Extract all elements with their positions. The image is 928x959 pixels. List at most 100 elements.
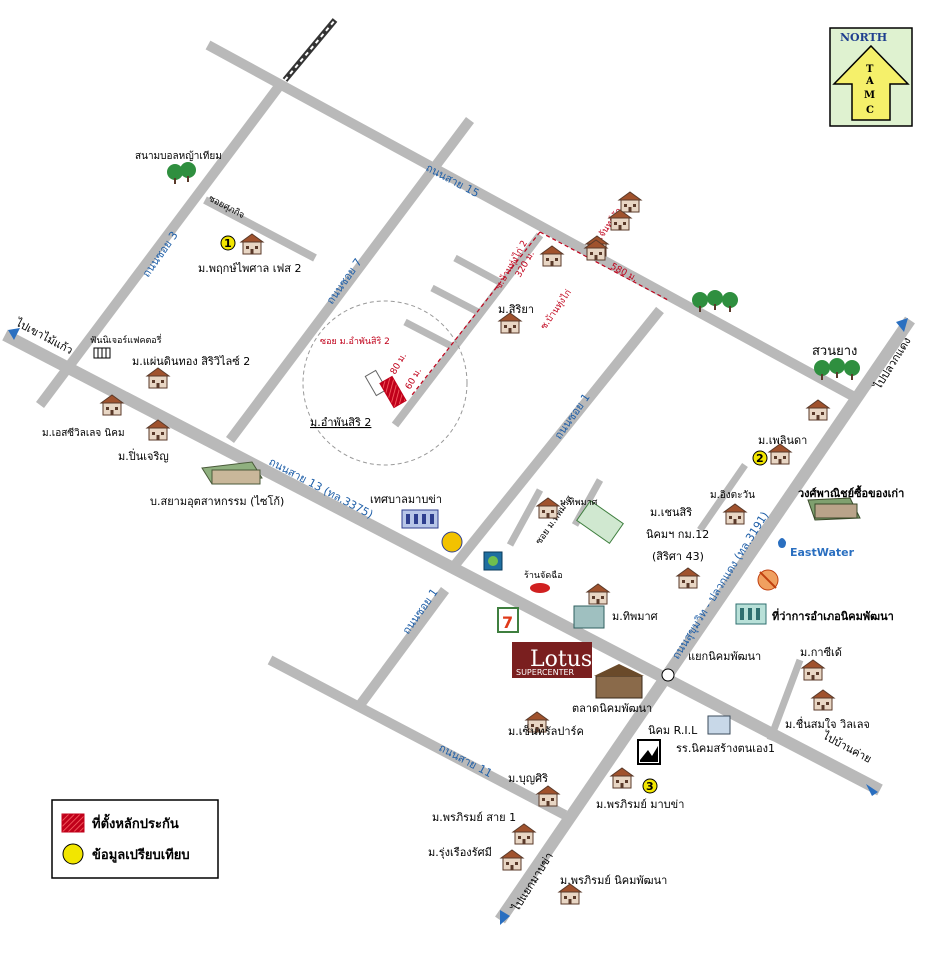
eastwater-label: EastWater: [790, 546, 855, 559]
lotus-logo: Lotus SUPERCENTER: [512, 642, 592, 678]
north-compass: NORTH T A M C: [829, 27, 913, 127]
market-building: [594, 664, 644, 699]
comparison-marker-1: 1: [220, 235, 236, 251]
label-sai-15: ถนนสาย 15: [424, 161, 482, 200]
house-chuen-sombai: [811, 689, 835, 711]
label-phaendin: ม.แผ่นดินทอง สิริวิไลซ์ 2: [132, 355, 250, 368]
svg-text:3: 3: [646, 780, 654, 793]
label-nikhom-ril: นิคม R.I.L: [648, 724, 698, 737]
comparison-marker-2: 2: [752, 450, 768, 466]
north-label: NORTH: [840, 31, 887, 44]
comparison-marker-3: 3: [642, 778, 658, 794]
label-suan-yang: สวนยาง: [812, 344, 857, 359]
distance-lines: [411, 231, 669, 396]
svg-text:M: M: [864, 90, 875, 101]
label-pornprom-mabkha: ม.พรภิรมย์ มาบข่า: [596, 798, 684, 811]
house-kasi: [801, 659, 825, 681]
lotus-sub-label: SUPERCENTER: [516, 668, 575, 677]
label-plern-da: ม.เพลินดา: [758, 434, 807, 447]
label-furniture: ฟันนิเจอร์แฟคตอรี่: [90, 333, 162, 346]
label-chuen-sombai: ม.ชื่นสมใจ วิลเลจ: [785, 716, 870, 731]
house-siriya: [498, 312, 522, 334]
label-siriya: ม.สิริยา: [498, 303, 534, 316]
house-boonsiri: [536, 785, 560, 807]
road-soi-supakit: [203, 196, 317, 262]
subject-plot: [364, 369, 407, 409]
label-pinjaroen: ม.ปิ่นเจริญ: [118, 448, 169, 463]
house-suan-yang: [806, 399, 830, 421]
label-soi-1-upper: ถนนซอย 1: [552, 391, 593, 442]
label-kasi: ม.กาซีเด้: [800, 646, 842, 659]
house-d: [540, 245, 564, 267]
label-sirivilai: ม.เอสซีวิลเลจ นิคม: [42, 427, 125, 439]
label-football: สนามบอลหญ้าเทียม: [135, 150, 222, 162]
label-thipmas: ม.ทิพมาศ: [612, 610, 658, 623]
car-icon: [530, 583, 550, 593]
house-thipmas-upper: [536, 497, 560, 519]
label-central-park: ม.เซ็นทรัลปาร์ค: [508, 724, 584, 738]
road-sai-13: [2, 329, 883, 796]
house-sirisa: [676, 567, 700, 589]
eastwater-logo: EastWater: [778, 538, 855, 559]
road-sai-15: [205, 40, 863, 405]
label-soi-ban-thung-hai: ซ.บ้านทุ่งไก่: [538, 288, 574, 332]
tree-cluster-football: [167, 162, 196, 184]
road-end-arrows: [8, 318, 908, 925]
house-pornprom-nikhom: [558, 883, 582, 905]
label-chen-siri: ม.เชนสิริ: [650, 506, 692, 519]
house-thipmas: [586, 583, 610, 605]
label-wong-phanich: วงศ์พาณิชย์ซื้อของเก่า: [798, 485, 904, 500]
label-pruksa: ม.พฤกษ์ไพศาล เฟส 2: [198, 262, 302, 275]
label-rung-rueang: ม.รุ่งเรืองรัศมี: [428, 846, 492, 859]
lotus-label: Lotus: [530, 647, 592, 672]
legend-comparison-label: ข้อมูลเปรียบเทียบ: [92, 847, 190, 863]
bank-icon: [483, 551, 503, 571]
label-sai-13: ถนนสาย 13 (ทล.3375): [267, 455, 376, 521]
label-sirisa43: (สิริศา 43): [652, 550, 704, 563]
label-sai-11: ถนนสาย 11: [437, 741, 495, 780]
school-building: [707, 715, 731, 735]
road-sai-11: [267, 655, 568, 820]
label-nikhom12: นิคมฯ กม.12: [646, 528, 709, 541]
railway: [282, 18, 338, 82]
label-pornprom-sai1: ม.พรภิรมย์ สาย 1: [432, 811, 516, 824]
wong-phanich-building: [807, 497, 861, 521]
legend-comparison-swatch: [62, 843, 84, 865]
house-ing-tawan: [723, 503, 747, 525]
gas-station-icon: [757, 569, 779, 591]
svg-text:C: C: [866, 105, 874, 116]
road-soi-1-lower: [355, 587, 450, 708]
label-siam-food: บ.สยามอุตสาหกรรม (ไซโก้): [150, 494, 284, 508]
nikhom-pavilion: [576, 500, 624, 544]
label-pornprom-nikhom: ม.พรภิรมย์ นิคมพัฒนา: [560, 874, 667, 887]
svg-text:T: T: [866, 64, 874, 75]
house-rung-rueang: [500, 849, 524, 871]
legend-subject-swatch: [61, 813, 85, 833]
distance-80: 80 ม.: [389, 351, 409, 376]
label-yaek: แยกนิคมพัฒนา: [688, 650, 761, 663]
roads: [2, 40, 915, 924]
label-amphoe-office: ที่ว่าการอำเภอนิคมพัฒนา: [772, 608, 894, 623]
municipality-building: [401, 509, 439, 529]
label-thipmas-upper: ม.ทิพมาศ: [560, 497, 598, 508]
road-soi-1-upper: [451, 306, 664, 569]
road-sukhumvit: [495, 316, 915, 924]
legend-subject-label: ที่ตั้งหลักประกัน: [92, 813, 179, 832]
label-municipality: เทศบาลมาบข่า: [370, 493, 442, 506]
label-amphan2: ม.อำพันสิริ 2: [310, 416, 371, 429]
road-soi-7: [226, 117, 474, 443]
svg-text:A: A: [865, 76, 874, 87]
road-soi-amphan: [391, 232, 544, 428]
municipality-seal: [441, 531, 463, 553]
label-soi-amphan: ซอย ม.อำพันสิริ 2: [320, 336, 390, 347]
distance-580: 580 ม.: [609, 262, 639, 284]
label-soi-7: ถนนซอย 7: [324, 256, 365, 307]
junction-marker: [661, 668, 675, 682]
svg-text:7: 7: [502, 613, 513, 632]
label-market: ตลาดนิคมพัฒนา: [572, 702, 652, 715]
label-rr-nikhom: รร.นิคมสร้างตนเอง1: [676, 742, 775, 755]
thipmas-building: [573, 605, 605, 629]
seven-eleven-logo: 7: [497, 607, 519, 633]
label-chanhom: ร้านจัดฉือ: [524, 570, 563, 581]
amphoe-office-building: [735, 603, 767, 625]
